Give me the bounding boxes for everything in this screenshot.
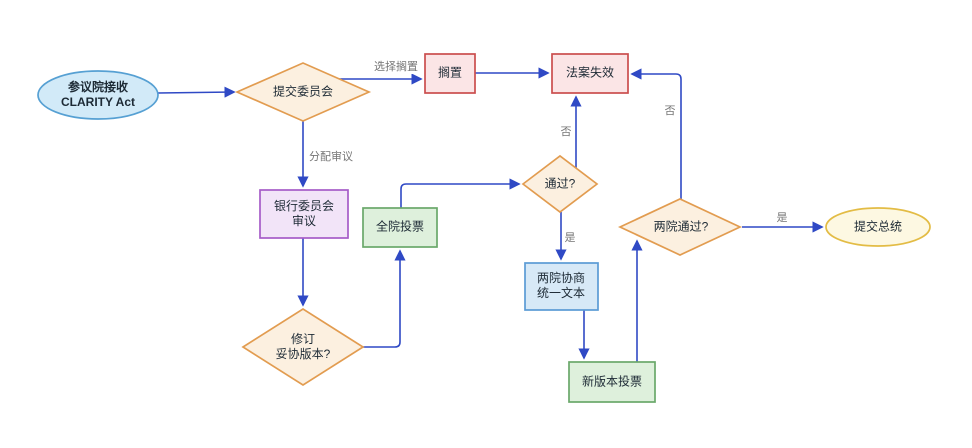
node-new-vote-label: 新版本投票 bbox=[581, 374, 643, 389]
node-banking-committee-label: 银行委员会 审议 bbox=[274, 199, 334, 229]
node-senate-label-line1: 参议院接收 bbox=[67, 80, 129, 94]
node-submit-committee-shape bbox=[234, 62, 372, 122]
node-bill-fails-shape bbox=[551, 53, 629, 94]
node-full-vote-shape bbox=[362, 207, 438, 248]
node-bill-fails-label: 法案失效 bbox=[565, 65, 615, 80]
edge-label-assign-review: 分配审议 bbox=[308, 148, 354, 164]
node-full-vote-label: 全院投票 bbox=[375, 219, 425, 234]
edge-label-choose-shelve: 选择搁置 bbox=[373, 58, 419, 74]
node-banking-committee-label-line2: 审议 bbox=[291, 214, 317, 228]
edge-label-both-pass-yes: 是 bbox=[775, 209, 789, 225]
edge-both-pass-no-to-bill-fails bbox=[630, 68, 682, 199]
node-shelve-shape bbox=[424, 53, 476, 94]
node-new-vote-shape bbox=[568, 361, 656, 403]
edge-label-both-pass-no: 否 bbox=[663, 102, 677, 118]
edge-senate-to-submit bbox=[157, 86, 236, 98]
node-negotiate-shape bbox=[524, 262, 599, 311]
node-both-pass-shape bbox=[617, 198, 743, 256]
node-both-pass-label: 两院通过? bbox=[653, 219, 709, 234]
edge-label-pass-no: 否 bbox=[559, 123, 573, 139]
edge-revise-to-full-vote bbox=[363, 249, 406, 348]
node-shapes bbox=[37, 53, 931, 403]
node-negotiate-label: 两院协商 统一文本 bbox=[537, 271, 585, 301]
node-pass-label: 通过? bbox=[544, 176, 576, 191]
edge-label-pass-yes: 是 bbox=[563, 229, 577, 245]
node-banking-committee-label-line1: 银行委员会 bbox=[273, 199, 335, 213]
node-president-label: 提交总统 bbox=[853, 219, 903, 234]
node-senate-label-line2: CLARITY Act bbox=[60, 95, 136, 109]
node-shelve-label: 搁置 bbox=[437, 65, 463, 80]
node-senate-shape bbox=[37, 70, 159, 120]
node-revise-label-line2: 妥协版本? bbox=[275, 347, 331, 361]
node-senate-label: 参议院接收 CLARITY Act bbox=[61, 80, 135, 110]
node-banking-committee-shape bbox=[259, 189, 349, 239]
node-negotiate-label-line1: 两院协商 bbox=[536, 271, 586, 285]
node-revise-label-line1: 修订 bbox=[290, 332, 315, 346]
node-submit-committee-label: 提交委员会 bbox=[272, 84, 334, 99]
edges bbox=[157, 67, 824, 362]
node-revise-shape bbox=[241, 307, 365, 387]
node-pass-shape bbox=[521, 154, 599, 214]
node-president-shape bbox=[825, 207, 931, 247]
node-revise-label: 修订 妥协版本? bbox=[276, 332, 331, 362]
edge-full-vote-to-pass bbox=[400, 178, 521, 208]
node-negotiate-label-line2: 统一文本 bbox=[536, 286, 586, 300]
